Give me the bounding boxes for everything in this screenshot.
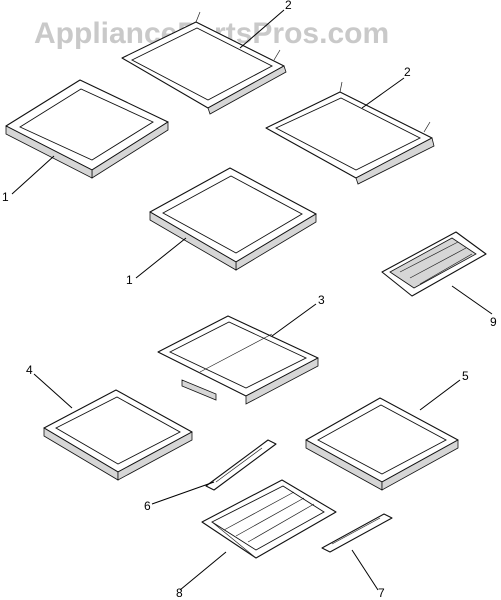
callout-2-top: 2 (285, 0, 292, 12)
callout-8: 8 (176, 586, 183, 600)
callout-9: 9 (490, 315, 497, 329)
wire-basket-8 (201, 479, 337, 559)
glass-shelf-4 (43, 389, 193, 481)
glass-shelf-1-left (5, 79, 169, 179)
slide-rail-7 (321, 513, 393, 553)
callout-3: 3 (318, 293, 325, 307)
callout-1-left: 1 (2, 190, 9, 204)
glass-shelf-1-center (149, 167, 317, 271)
leader-lines (11, 9, 493, 591)
callout-5: 5 (462, 369, 469, 383)
callout-1-center: 1 (126, 273, 133, 287)
shelf-2-top (121, 11, 287, 115)
slide-rail-6 (205, 439, 277, 491)
crisper-cover-5 (305, 397, 459, 491)
shelf-2-right (265, 81, 435, 185)
drawer-frame-3 (157, 315, 319, 405)
callout-7: 7 (378, 586, 385, 600)
callout-2-right: 2 (404, 65, 411, 79)
tray-9 (381, 231, 487, 297)
callout-4: 4 (26, 363, 33, 377)
callout-6: 6 (144, 499, 151, 513)
